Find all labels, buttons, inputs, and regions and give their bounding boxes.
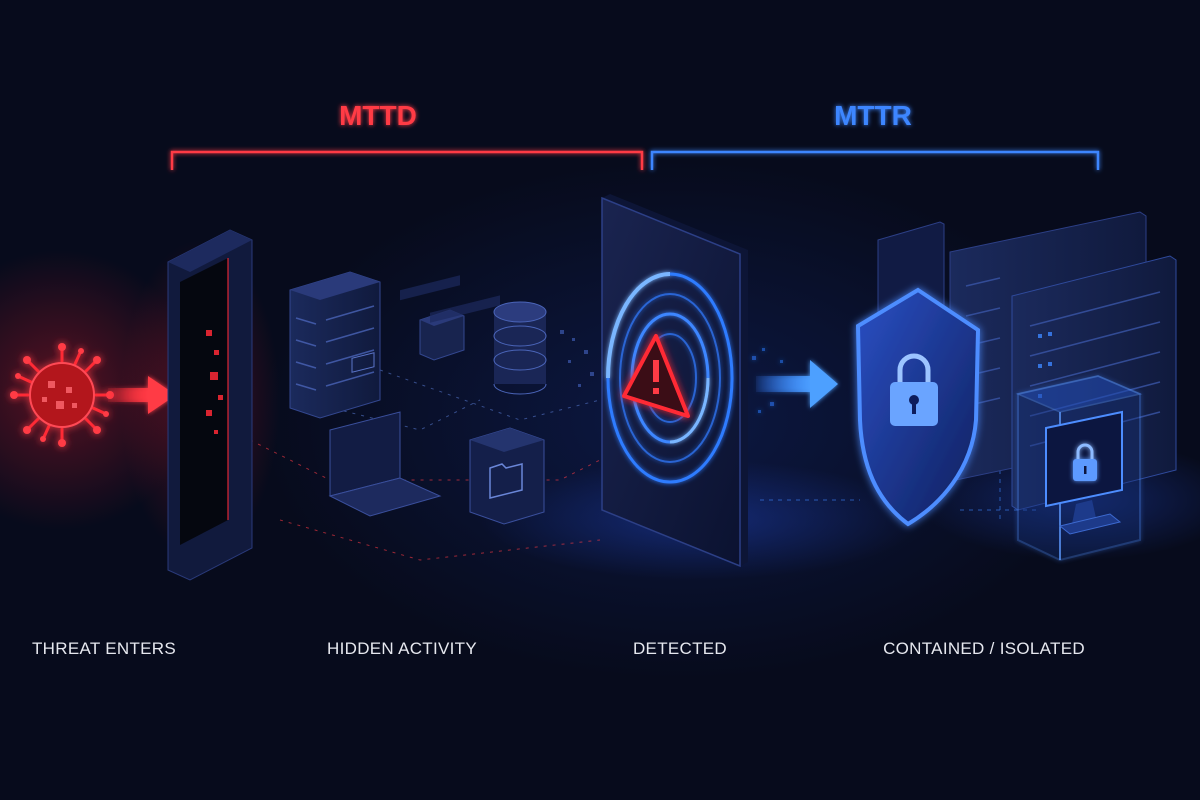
isolated-monitor-icon bbox=[1015, 374, 1143, 562]
radar-panel-icon bbox=[601, 194, 748, 568]
arrow-right-icon-2 bbox=[752, 348, 838, 413]
stage-label-hidden-activity: HIDDEN ACTIVITY bbox=[327, 639, 477, 658]
mttr-label: MTTR bbox=[834, 100, 912, 131]
padlock-icon bbox=[890, 353, 938, 426]
breached-door-icon bbox=[167, 229, 253, 581]
mttd-label: MTTD bbox=[339, 100, 417, 131]
stage-label-detected: DETECTED bbox=[633, 639, 727, 658]
mttd-bracket: MTTD bbox=[170, 100, 644, 170]
padlock-icon-2 bbox=[1073, 443, 1097, 481]
folder-icon bbox=[469, 427, 545, 525]
data-fragments bbox=[400, 275, 594, 387]
laptop-icon bbox=[328, 352, 442, 517]
stage-label-contained: CONTAINED / ISOLATED bbox=[883, 639, 1085, 658]
mttr-bracket: MTTR bbox=[650, 100, 1100, 170]
shield-lock-icon bbox=[855, 287, 981, 527]
stage-label-threat-enters: THREAT ENTERS bbox=[32, 639, 176, 658]
virus-icon bbox=[10, 343, 114, 447]
warning-icon bbox=[622, 334, 690, 418]
server-rack-icon bbox=[289, 271, 381, 419]
stage-labels: THREAT ENTERS HIDDEN ACTIVITY DETECTED C… bbox=[32, 639, 1085, 658]
database-icon bbox=[493, 301, 547, 395]
arrow-right-icon bbox=[108, 376, 176, 414]
